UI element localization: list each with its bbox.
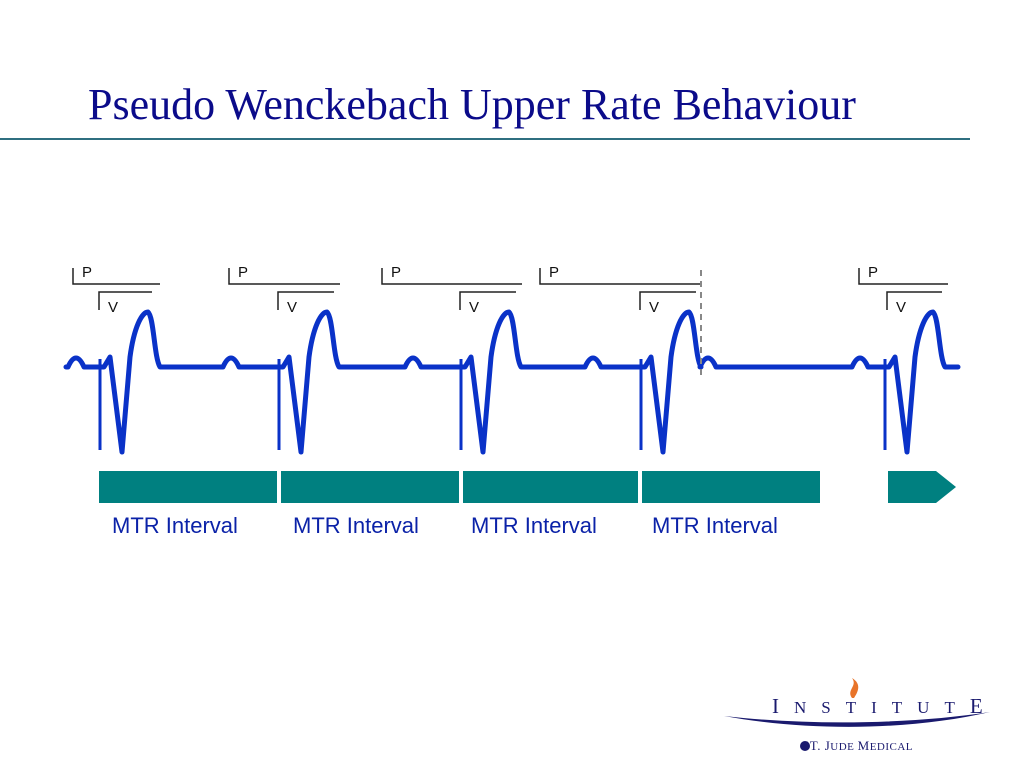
ecg-trace: [63, 309, 961, 455]
p-label-5: P: [868, 264, 878, 281]
p-label-4: P: [549, 264, 559, 281]
institute-logo: INSTITUTE ST. JUDE MEDICAL: [722, 676, 992, 760]
pacing-spikes: [98, 359, 887, 450]
v-bracket-4: [639, 291, 696, 310]
flame-icon: [850, 678, 859, 698]
p-label-2: P: [238, 264, 248, 281]
page-title: Pseudo Wenckebach Upper Rate Behaviour: [88, 80, 856, 129]
p-bracket-2: [228, 268, 340, 285]
p-bracket-5: [858, 268, 948, 285]
p-label-3: P: [391, 264, 401, 281]
p-bracket-1: [72, 268, 160, 285]
logo-graphic: [724, 678, 990, 751]
interval-bar-3: [463, 471, 638, 503]
logo-wordmark: INSTITUTE: [772, 694, 998, 718]
interval-bar-1: [99, 471, 277, 503]
title-divider: [0, 138, 970, 140]
p-bracket-3: [381, 268, 522, 285]
interval-arrow: [888, 471, 956, 503]
timing-brackets: P V P V P V P V P V: [72, 264, 948, 316]
v-label-2: V: [287, 299, 297, 316]
v-label-5: V: [896, 299, 906, 316]
interval-label-3: MTR Interval: [471, 513, 597, 538]
interval-bar-4: [642, 471, 820, 503]
v-bracket-3: [459, 291, 516, 310]
p-label-1: P: [82, 264, 92, 281]
interval-bars: [99, 471, 956, 503]
v-bracket-2: [277, 291, 334, 310]
v-label-4: V: [649, 299, 659, 316]
v-label-3: V: [469, 299, 479, 316]
interval-label-1: MTR Interval: [112, 513, 238, 538]
logo-subtitle: ST. JUDE MEDICAL: [802, 738, 914, 753]
p-bracket-4: [539, 268, 702, 285]
seal-icon: [800, 741, 810, 751]
v-bracket-1: [98, 291, 152, 310]
interval-label-2: MTR Interval: [293, 513, 419, 538]
v-label-1: V: [108, 299, 118, 316]
interval-bar-2: [281, 471, 459, 503]
logo-swoosh: [724, 712, 990, 727]
v-bracket-5: [886, 291, 942, 310]
interval-label-4: MTR Interval: [652, 513, 778, 538]
